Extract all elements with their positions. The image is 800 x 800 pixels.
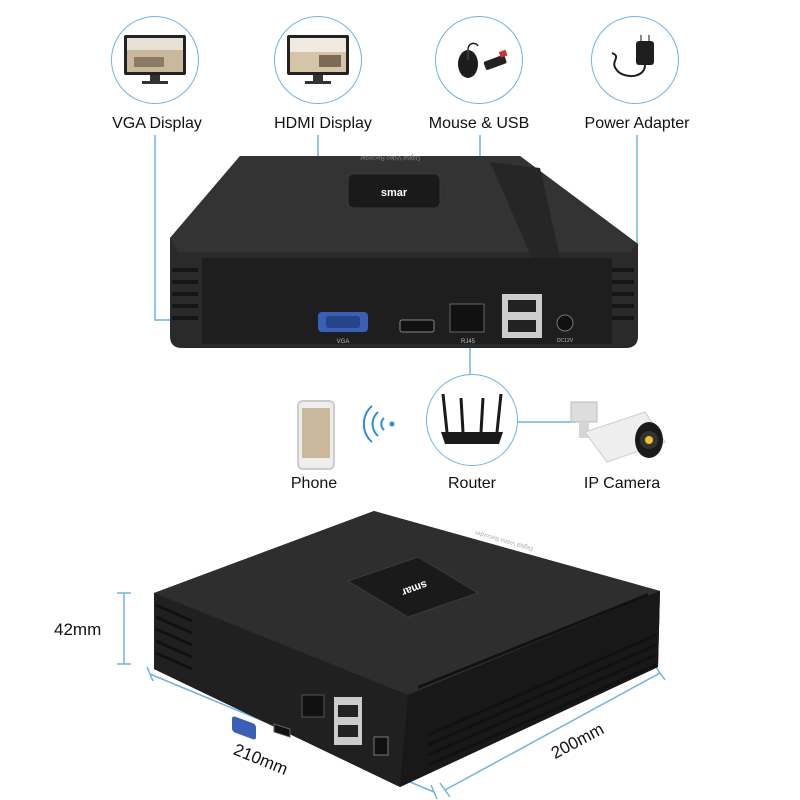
- router-icon: [441, 393, 503, 444]
- mouse-usb-circle: [435, 16, 523, 104]
- depth-dim-line: [444, 672, 661, 791]
- usb-ports-bottom: [334, 697, 362, 745]
- mouse-icon: [458, 42, 479, 78]
- monitor-icon: [287, 35, 349, 84]
- camera-icon: [570, 401, 666, 463]
- power-adapter-circle: [591, 16, 679, 104]
- nvr-rear-view: smar Digital Video Recorder VGA RJ45 DC1…: [170, 154, 638, 348]
- hdmi-port: [399, 319, 435, 333]
- power-port-bottom: [373, 736, 389, 756]
- usb-drive-icon: [483, 49, 508, 70]
- power-adapter-icon: [611, 35, 654, 77]
- hdmi-port-bottom: [273, 723, 291, 738]
- monitor-icon: [124, 35, 186, 84]
- vga-port: [318, 312, 368, 332]
- hdmi-display-circle: [274, 16, 362, 104]
- vga-display-label: VGA Display: [112, 115, 202, 132]
- phone-label: Phone: [290, 475, 338, 492]
- ip-camera-label: IP Camera: [583, 475, 661, 492]
- vga-port-bottom: [232, 716, 256, 740]
- nvr-brand-top: smar: [381, 187, 408, 199]
- power-port: [556, 314, 574, 332]
- phone-icon: [297, 400, 335, 470]
- power-adapter-label: Power Adapter: [584, 115, 690, 132]
- height-dimension: 42mm: [54, 620, 102, 639]
- router-label: Router: [447, 475, 497, 492]
- rj45-port: [449, 303, 485, 333]
- nvr-model-text-top: Digital Video Recorder: [360, 154, 420, 160]
- rj45-port-bottom: [301, 694, 325, 718]
- vga-port-label: VGA: [337, 339, 350, 345]
- mouse-usb-label: Mouse & USB: [428, 115, 530, 132]
- usb-ports: [502, 294, 542, 338]
- vga-display-circle: [111, 16, 199, 104]
- power-port-label: DC12V: [557, 338, 574, 344]
- wifi-icon: [362, 405, 395, 443]
- rj45-port-label: RJ45: [461, 339, 476, 345]
- router-circle: [426, 374, 518, 466]
- hdmi-display-label: HDMI Display: [274, 115, 372, 132]
- nvr-perspective-view: smar Digital Video Recorder: [154, 511, 660, 787]
